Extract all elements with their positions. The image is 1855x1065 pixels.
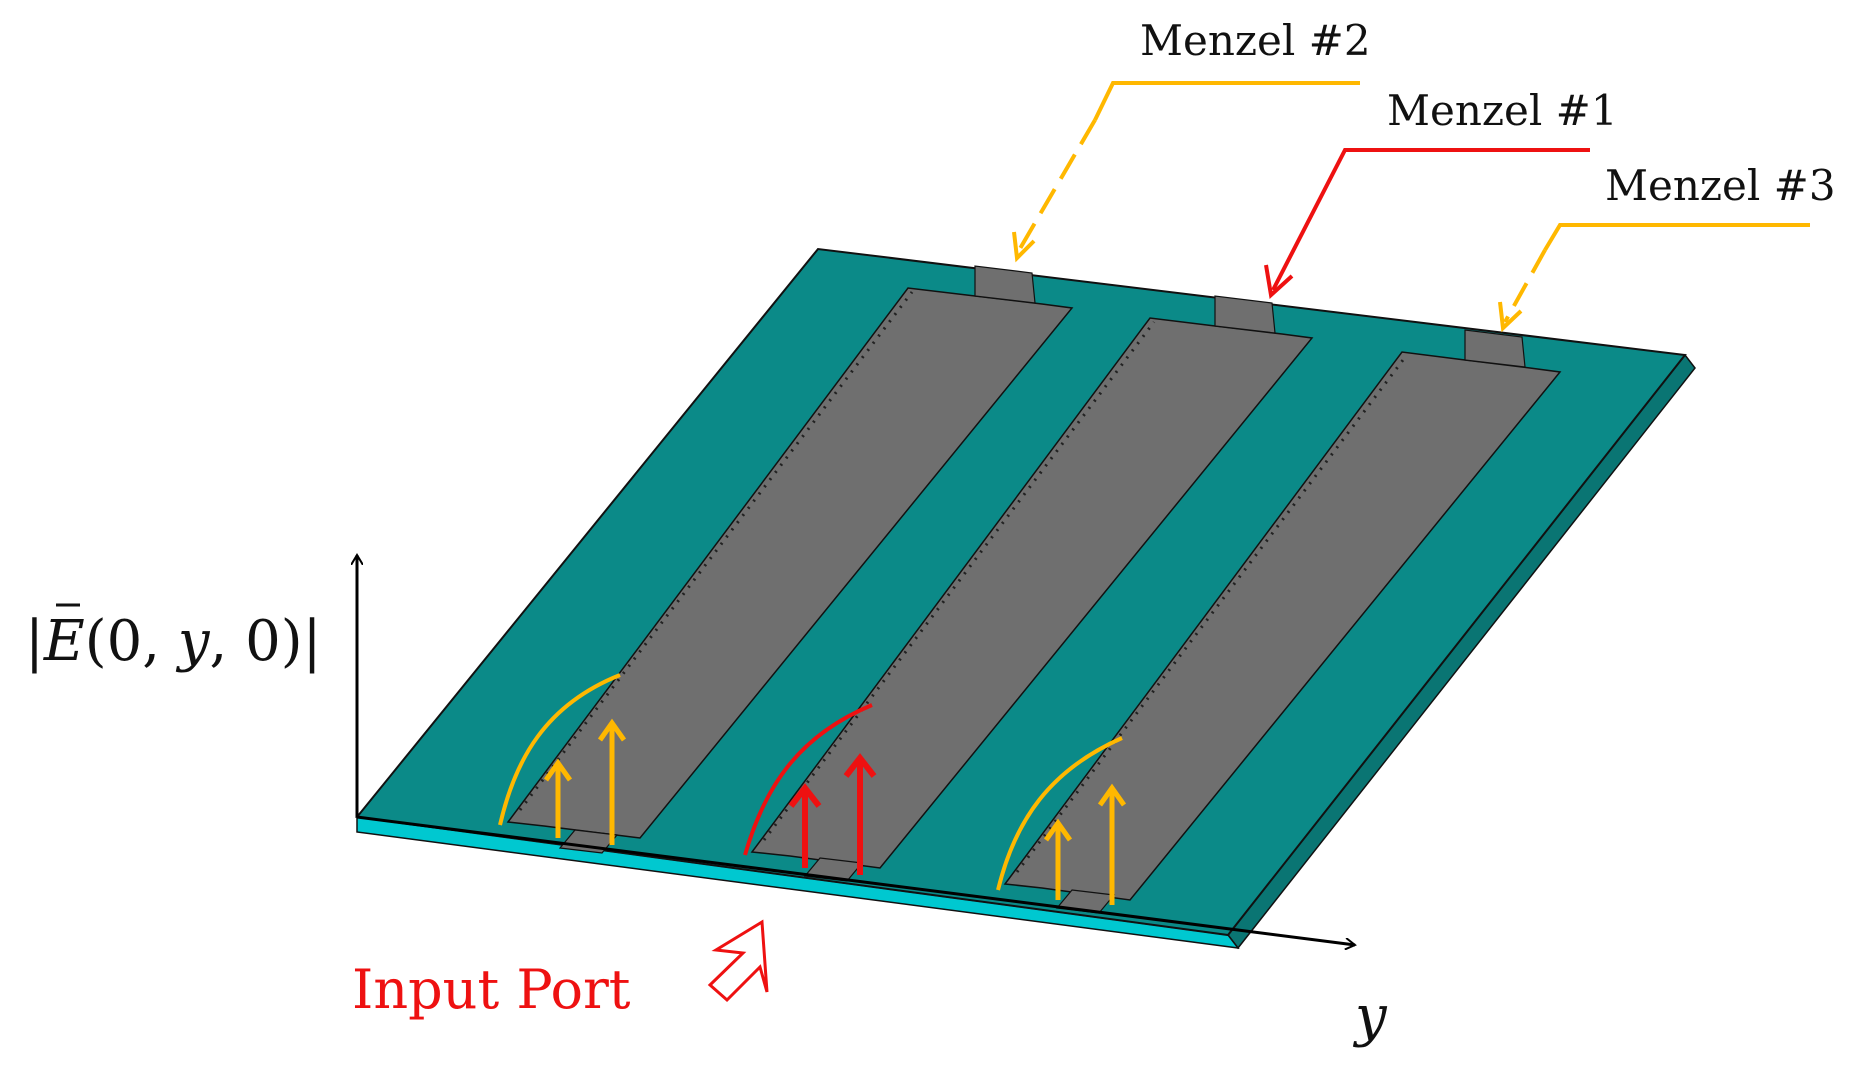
menzel-1-label: Menzel #1 — [1387, 86, 1618, 135]
e-label-symbol: E — [43, 609, 85, 674]
menzel-3-field-curve — [996, 736, 1123, 891]
e-label-open: | — [25, 609, 44, 674]
axes — [357, 555, 1355, 945]
field-indicators — [498, 673, 1127, 905]
menzel-patches — [506, 265, 1562, 914]
menzel-3-leader — [1543, 223, 1810, 252]
menzel-2-label: Menzel #2 — [1140, 16, 1371, 65]
input-port-label: Input Port — [352, 958, 631, 1021]
e-label-args: (0, — [85, 609, 178, 674]
menzel-2-field-curve — [498, 673, 621, 826]
svg-text:|E(0, y, 0)|: |E(0, y, 0)| — [25, 609, 321, 674]
e-label-close: , 0)| — [209, 609, 321, 674]
text-labels: Menzel #2 Menzel #1 Menzel #3 Input Port… — [25, 16, 1836, 1049]
menzel-1-leader — [1271, 148, 1590, 291]
menzel-3-label: Menzel #3 — [1605, 161, 1836, 210]
e-field-axis-label: |E(0, y, 0)| — [25, 603, 321, 674]
leader-lines — [1012, 81, 1810, 333]
e-label-y: y — [175, 609, 211, 674]
hollow-arrow-icon — [707, 919, 769, 1003]
y-axis — [356, 815, 1355, 945]
y-axis-label: y — [1352, 984, 1388, 1049]
menzel-2-leader — [1093, 81, 1360, 121]
menzel-1-field-curve — [743, 703, 873, 856]
